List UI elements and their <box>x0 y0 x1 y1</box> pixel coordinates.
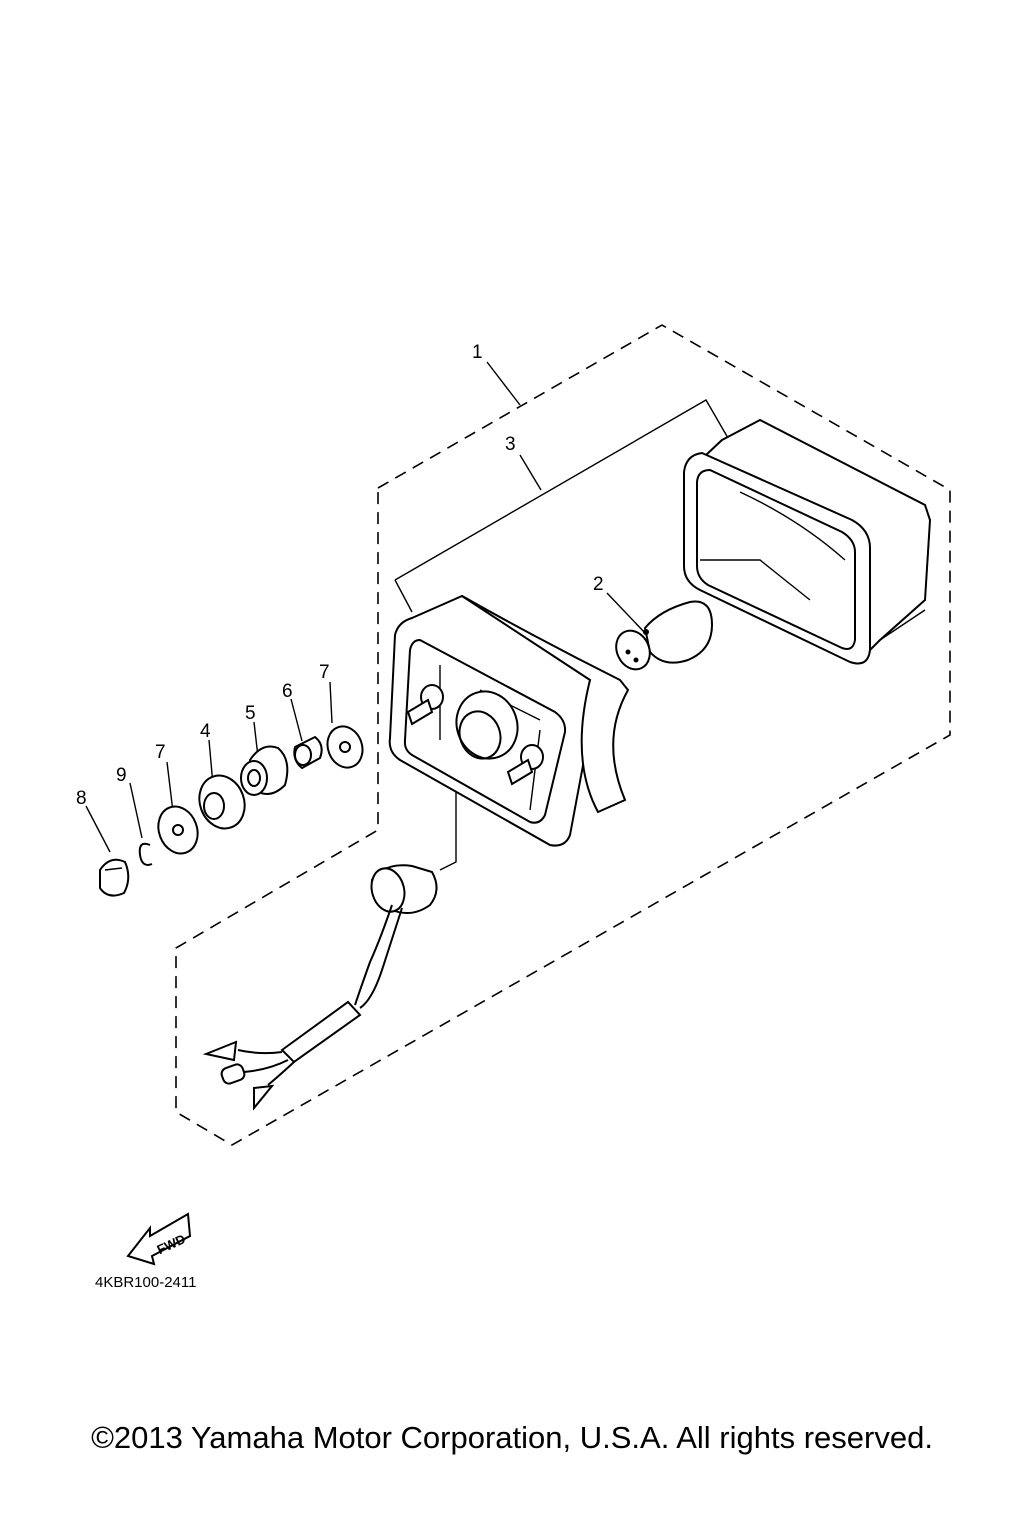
callout-1: 1 <box>472 342 483 363</box>
lamp-housing <box>388 594 630 847</box>
diagram-code: 4KBR100-2411 <box>95 1274 197 1291</box>
bulb <box>615 600 714 671</box>
fwd-arrow-icon: FWD <box>126 1212 192 1266</box>
socket-harness <box>202 864 438 1111</box>
callout-5: 5 <box>245 703 256 724</box>
hardware-parts <box>99 725 364 897</box>
callout-8: 8 <box>76 788 87 809</box>
callout-2: 2 <box>593 574 604 595</box>
nut-8 <box>99 858 130 897</box>
callout-9: 9 <box>116 765 127 786</box>
callout-4: 4 <box>200 721 211 742</box>
grommet-4 <box>198 774 246 830</box>
clip-9 <box>138 842 153 866</box>
callout-6: 6 <box>282 681 293 702</box>
assembly-boundary-dashed <box>175 324 951 1146</box>
leader-lines <box>85 361 729 871</box>
copyright-notice: ©2013 Yamaha Motor Corporation, U.S.A. A… <box>91 1420 933 1455</box>
tail-lamp-lens <box>683 418 932 665</box>
callout-7-upper: 7 <box>319 662 330 683</box>
callout-3: 3 <box>505 434 516 455</box>
callout-7-lower: 7 <box>155 742 166 763</box>
